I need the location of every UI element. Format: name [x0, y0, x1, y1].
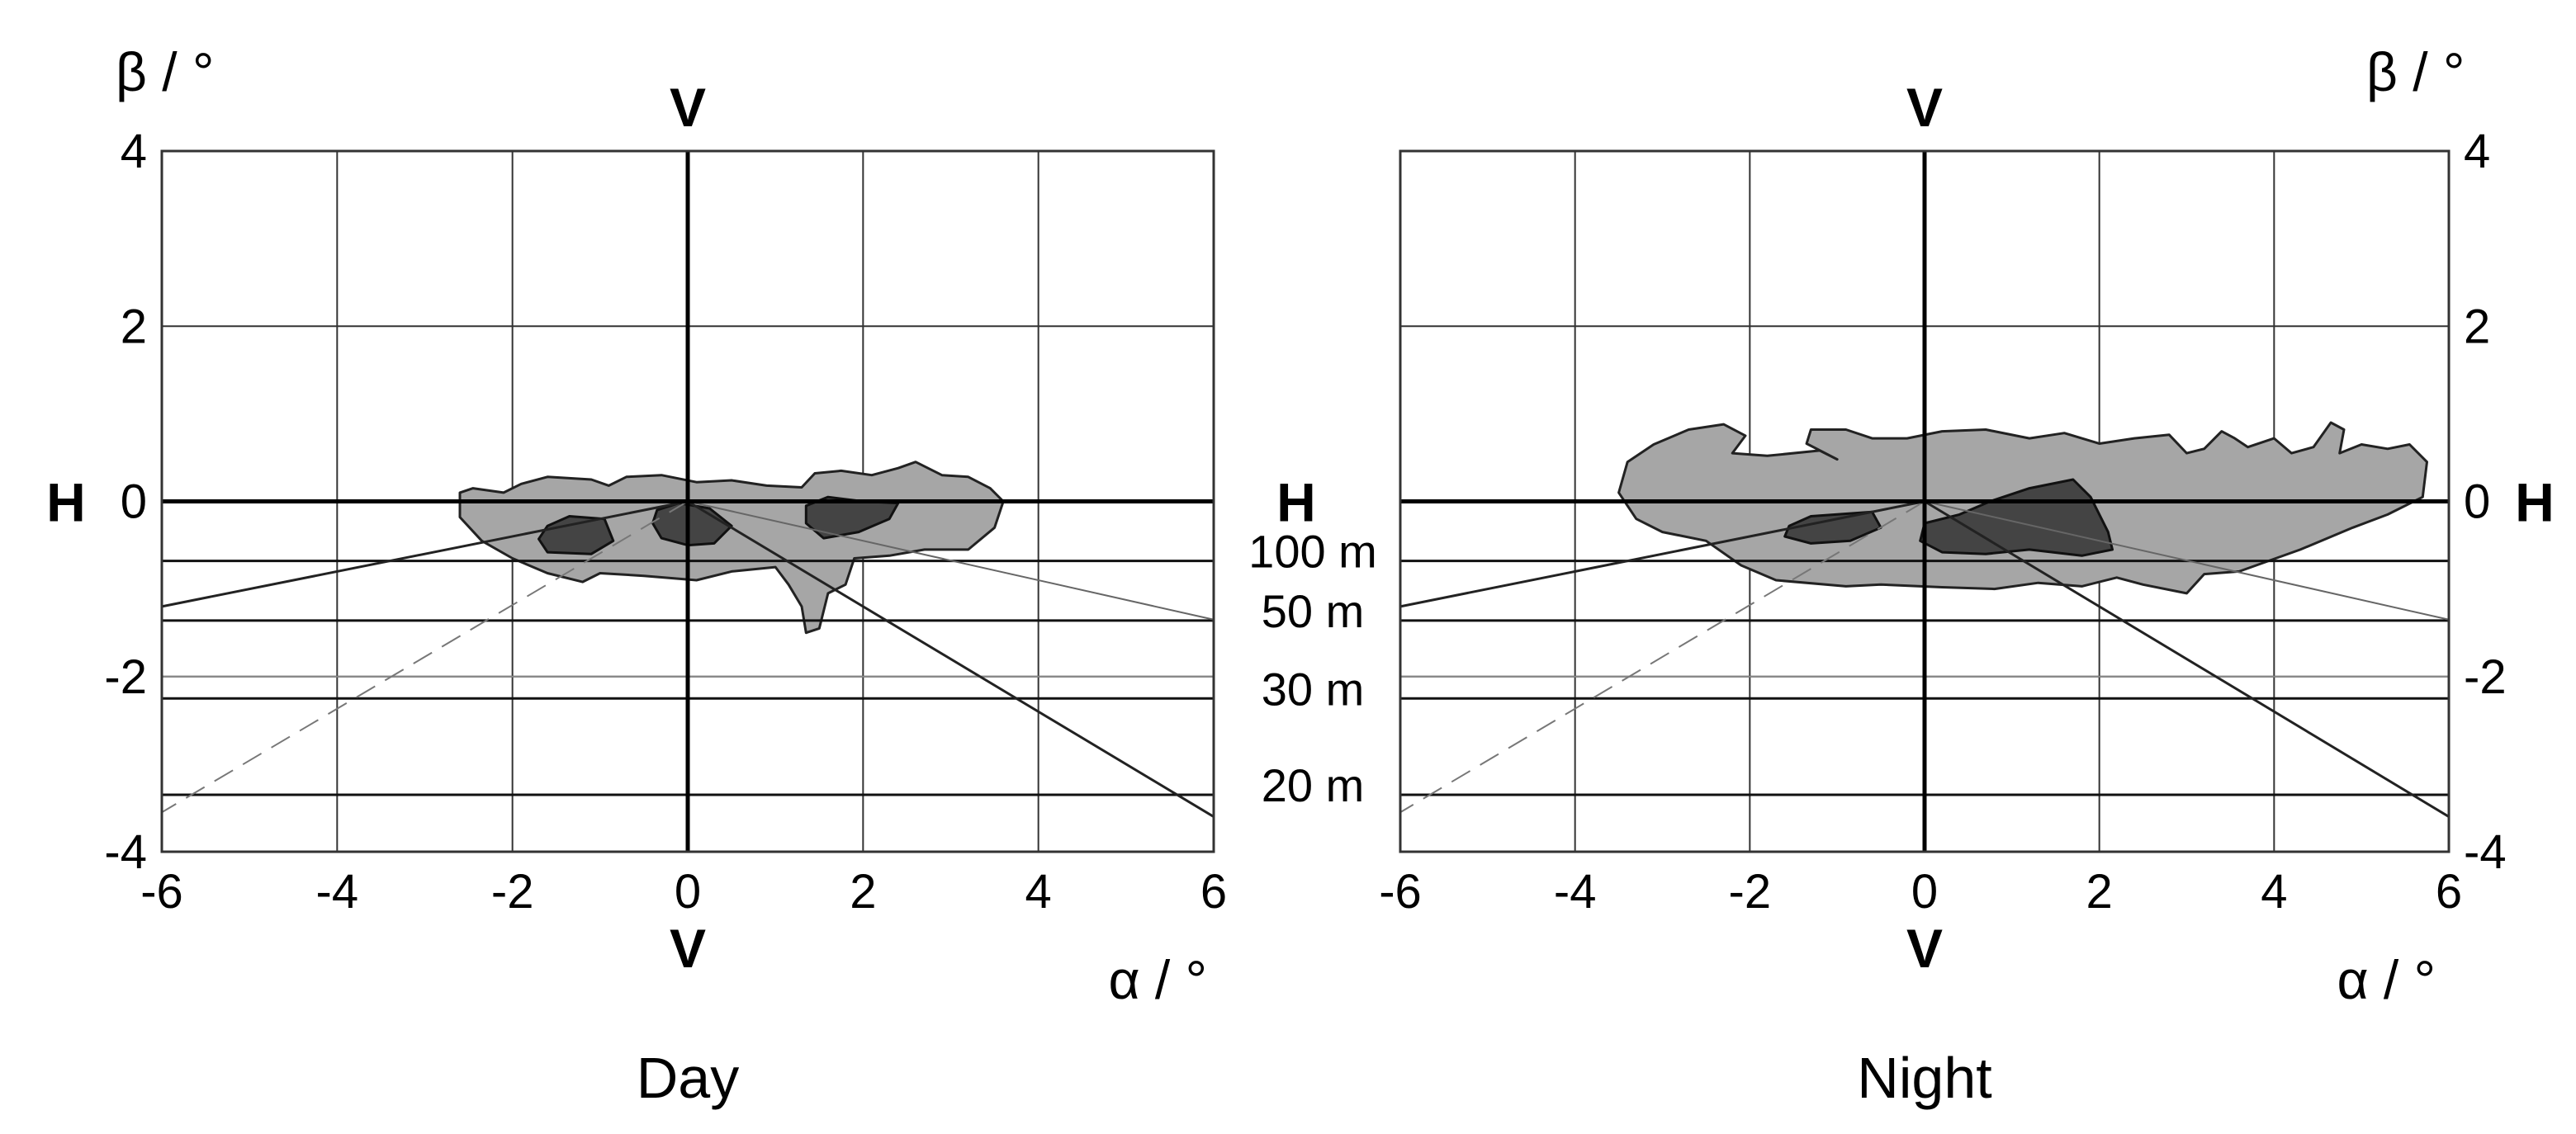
- day-x-tick-label: 4: [1025, 865, 1052, 919]
- distance-label-4: 20 m: [1262, 759, 1365, 811]
- distance-label-2: 50 m: [1262, 585, 1365, 637]
- day-inner-region-1: [537, 515, 615, 555]
- night-plot-frame: [1399, 149, 2451, 853]
- day-x-axis-label: α / °: [1108, 949, 1207, 1010]
- day-h-mark-right: H: [1276, 472, 1316, 533]
- night-x-tick-label: -6: [1379, 865, 1422, 919]
- night-x-tick-label: 0: [1911, 865, 1938, 919]
- distance-label-bg: [1222, 524, 1404, 576]
- day-y-tick-label: 0: [121, 475, 147, 529]
- day-y-tick-label: -4: [104, 825, 147, 879]
- day-ray-2: [687, 500, 1215, 621]
- day-plot-frame: [160, 149, 1215, 853]
- night-inner-region-2: [1919, 478, 2114, 557]
- night-x-tick-label: 2: [2086, 865, 2113, 919]
- day-outer-region: [458, 461, 1005, 635]
- day-inner-region-3: [804, 495, 900, 540]
- night-inner-region-1: [1783, 510, 1882, 545]
- night-h-mark-right: H: [2515, 472, 2555, 533]
- distance-label-bg: [1222, 662, 1404, 714]
- distance-label-bg: [1222, 584, 1404, 636]
- day-v-mark-bottom: V: [670, 918, 706, 979]
- day-x-tick-label: -4: [316, 865, 359, 919]
- day-h-mark-left: H: [46, 472, 86, 533]
- night-y-tick-label: 0: [2464, 475, 2490, 529]
- night-y-tick-label: 2: [2464, 300, 2490, 353]
- night-y-tick-label: 4: [2464, 125, 2490, 178]
- night-x-tick-label: 6: [2436, 865, 2462, 919]
- day-x-tick-label: 2: [850, 865, 876, 919]
- night-ray-1: [1399, 500, 1925, 608]
- day-x-tick-label: 0: [675, 865, 701, 919]
- night-ray-2: [1924, 500, 2450, 621]
- night-v-mark-bottom: V: [1906, 918, 1943, 979]
- day-x-tick-label: -6: [140, 865, 183, 919]
- distance-label-bg: [1222, 758, 1404, 810]
- night-caption: Night: [1857, 1046, 1991, 1110]
- night-x-tick-label: 4: [2261, 865, 2287, 919]
- day-x-tick-label: -2: [491, 865, 534, 919]
- night-y-tick-label: -2: [2464, 650, 2507, 704]
- day-x-tick-label: 6: [1200, 865, 1227, 919]
- night-v-mark-top: V: [1906, 77, 1943, 138]
- day-ray-3: [687, 500, 1215, 818]
- night-x-axis-label: α / °: [2337, 949, 2436, 1010]
- day-ray-4: [161, 500, 689, 814]
- day-y-tick-label: 4: [121, 125, 147, 178]
- night-y-tick-label: -4: [2464, 825, 2507, 879]
- night-ray-3: [1924, 500, 2450, 818]
- day-v-mark-top: V: [670, 77, 706, 138]
- night-ray-4: [1399, 500, 1925, 814]
- distance-label-3: 30 m: [1262, 663, 1365, 715]
- day-caption: Day: [637, 1046, 739, 1110]
- day-y-axis-label: β / °: [116, 41, 214, 102]
- night-x-tick-label: -2: [1729, 865, 1772, 919]
- day-y-tick-label: -2: [104, 650, 147, 704]
- day-ray-1: [161, 500, 689, 608]
- night-y-axis-label: β / °: [2366, 41, 2465, 102]
- day-y-tick-label: 2: [121, 300, 147, 353]
- night-x-tick-label: -4: [1554, 865, 1597, 919]
- distance-label-1: 100 m: [1248, 526, 1377, 578]
